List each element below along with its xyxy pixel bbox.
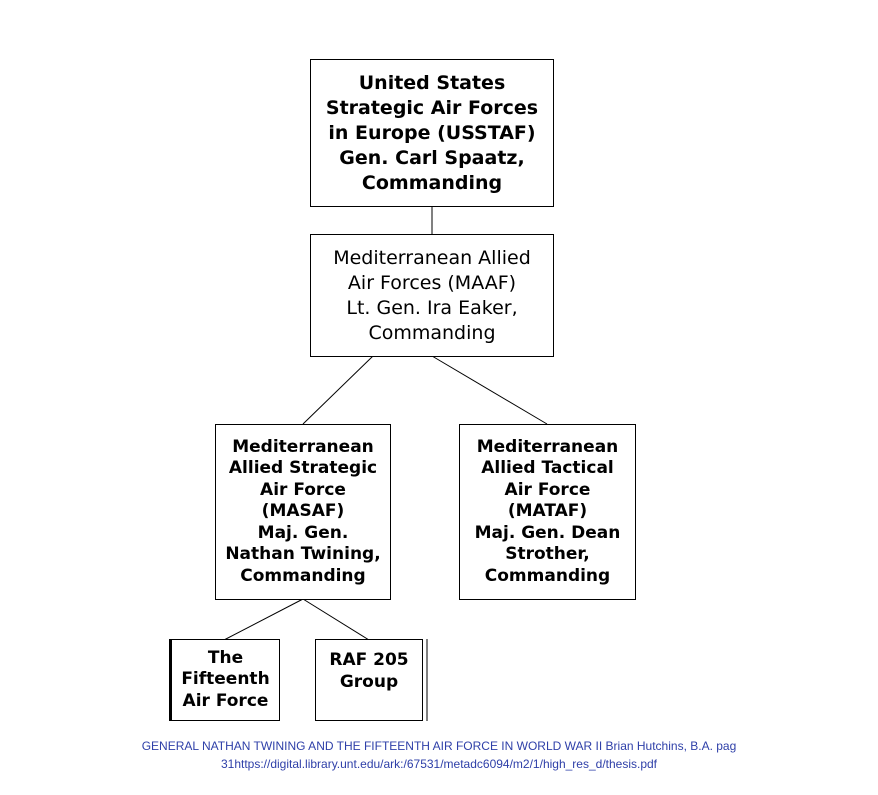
usstaf-line: Strategic Air Forces	[325, 96, 539, 119]
masaf-line: Allied Strategic	[228, 458, 378, 479]
mataf-line: Mediterranean	[476, 436, 619, 457]
mataf-line: Allied Tactical	[481, 458, 614, 479]
mataf-line: Commanding	[484, 565, 611, 586]
mataf-line: Air Force	[504, 479, 591, 500]
mataf-line: Strother,	[505, 544, 590, 565]
usstaf-line: Commanding	[361, 171, 503, 194]
mataf-line: (MATAF)	[507, 501, 588, 522]
maaf-line: Air Forces (MAAF)	[347, 271, 517, 294]
usstaf-box: United States Strategic Air Forces in Eu…	[310, 59, 554, 207]
raf205-line: Group	[339, 671, 399, 692]
usstaf-line: Gen. Carl Spaatz,	[339, 146, 525, 169]
maaf-line: Lt. Gen. Ira Eaker,	[346, 296, 518, 319]
maaf-box: Mediterranean Allied Air Forces (MAAF) L…	[310, 234, 554, 357]
maaf-line: Commanding	[368, 321, 496, 344]
maaf-line: Mediterranean Allied	[333, 246, 531, 269]
fifteenth-line: The	[207, 647, 244, 668]
fifteenth-line: Fifteenth	[181, 669, 270, 690]
connector-masaf-raf205	[302, 598, 370, 641]
fifteenth-line: Air Force	[182, 690, 269, 711]
masaf-line: Nathan Twining,	[225, 544, 381, 565]
raf205-line: RAF 205	[329, 650, 409, 670]
connector-maaf-mataf	[431, 355, 548, 425]
masaf-line: Mediterranean	[232, 436, 374, 457]
mataf-box: Mediterranean Allied Tactical Air Force …	[459, 424, 636, 600]
caption-line-2: 31https://digital.library.unt.edu/ark:/6…	[220, 757, 658, 771]
masaf-line: Maj. Gen.	[257, 522, 349, 543]
masaf-line: Air Force	[260, 479, 346, 500]
mataf-line: Maj. Gen. Dean	[474, 522, 621, 543]
usstaf-line: United States	[358, 71, 506, 94]
caption-line-1: GENERAL NATHAN TWINING AND THE FIFTEENTH…	[141, 739, 737, 753]
raf-205-group-box: RAF 205 Group	[315, 639, 423, 721]
connector-masaf-fifteenth	[223, 598, 304, 641]
usstaf-line: in Europe (USSTAF)	[328, 121, 536, 144]
masaf-line: (MASAF)	[261, 501, 345, 522]
fifteenth-air-force-box: The Fifteenth Air Force	[169, 639, 280, 721]
masaf-line: Commanding	[240, 565, 366, 586]
masaf-box: Mediterranean Allied Strategic Air Force…	[215, 424, 391, 600]
source-caption: GENERAL NATHAN TWINING AND THE FIFTEENTH…	[0, 737, 878, 773]
connector-maaf-masaf	[302, 355, 374, 425]
